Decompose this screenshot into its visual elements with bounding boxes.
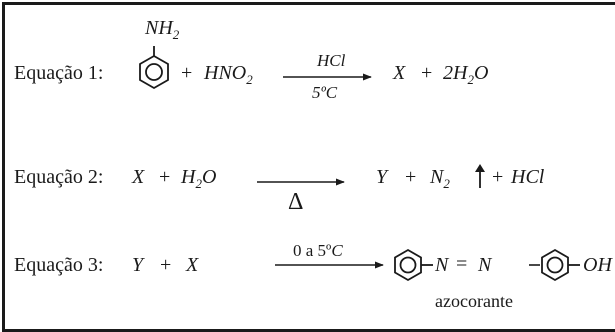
water-reactant: H2O — [181, 166, 217, 191]
benzene-ring-icon — [139, 46, 169, 90]
amino-group: NH2 — [145, 17, 180, 42]
equation-1-label: Equação 1: — [14, 62, 104, 84]
product-x: X — [393, 62, 406, 84]
plus-sign: + — [159, 166, 171, 188]
product-y: Y — [376, 166, 388, 188]
plus-sign: + — [181, 62, 193, 84]
plus-sign: + — [405, 166, 417, 188]
temperature-label: 5ºC — [312, 83, 338, 102]
water-product: 2H2O — [443, 62, 489, 87]
heat-symbol: Δ — [288, 189, 304, 215]
reactant-y: Y — [132, 254, 144, 276]
benzene-ring-icon — [394, 248, 433, 282]
double-bond-sign: = — [456, 253, 468, 275]
product-name: azocorante — [435, 291, 513, 311]
azo-nitrogen-1: N — [435, 254, 449, 276]
nitrous-acid: HNO2 — [204, 62, 253, 87]
reactant-x: X — [186, 254, 199, 276]
catalyst-label: HCl — [317, 51, 346, 70]
hydrochloric-acid: HCl — [511, 166, 545, 188]
drawing-layer — [139, 46, 580, 282]
equation-2-label: Equação 2: — [14, 166, 104, 188]
reactant-x: X — [132, 166, 145, 188]
temperature-range-label: 0 a 5ºC — [293, 241, 343, 260]
benzene-ring-icon — [541, 248, 580, 282]
azo-nitrogen-2: N — [478, 254, 492, 276]
plus-sign: + — [421, 62, 433, 84]
plus-sign: + — [492, 166, 504, 188]
equation-3-label: Equação 3: — [14, 254, 104, 276]
nitrogen-gas: N2 — [430, 166, 450, 191]
gas-evolution-up-arrow-icon — [475, 164, 485, 188]
hydroxyl-group: OH — [583, 254, 612, 276]
plus-sign: + — [160, 254, 172, 276]
